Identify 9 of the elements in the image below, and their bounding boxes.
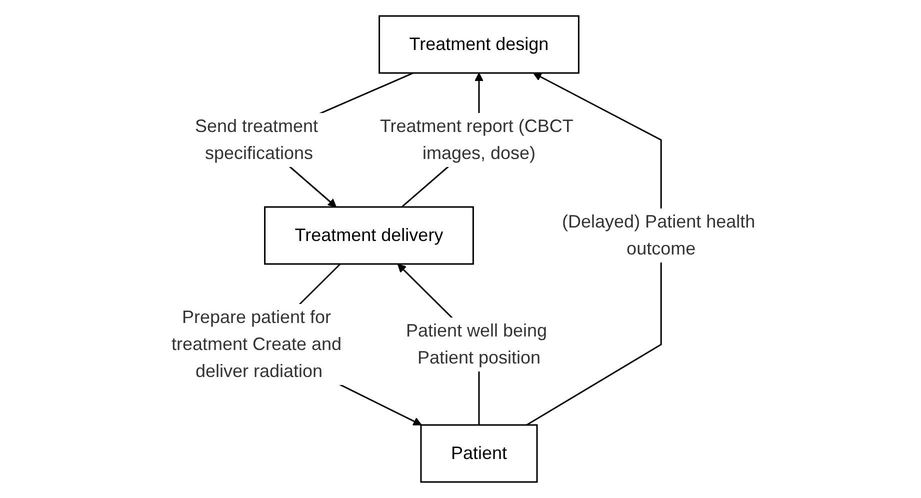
edge-label: Send treatment specifications [195, 116, 318, 163]
edge-label: Prepare patient for treatment Create and deliver radiation [172, 306, 342, 381]
node-box: Treatment design [379, 15, 580, 74]
edge-label: (Delayed) Patient health outcome [562, 211, 756, 258]
node-box: Treatment delivery [264, 206, 474, 265]
edge-label: Treatment report (CBCT images, dose) [380, 116, 574, 163]
node-box: Patient [420, 424, 538, 483]
edge-label: Patient well being Patient position [406, 320, 548, 368]
arrow [526, 72, 662, 426]
